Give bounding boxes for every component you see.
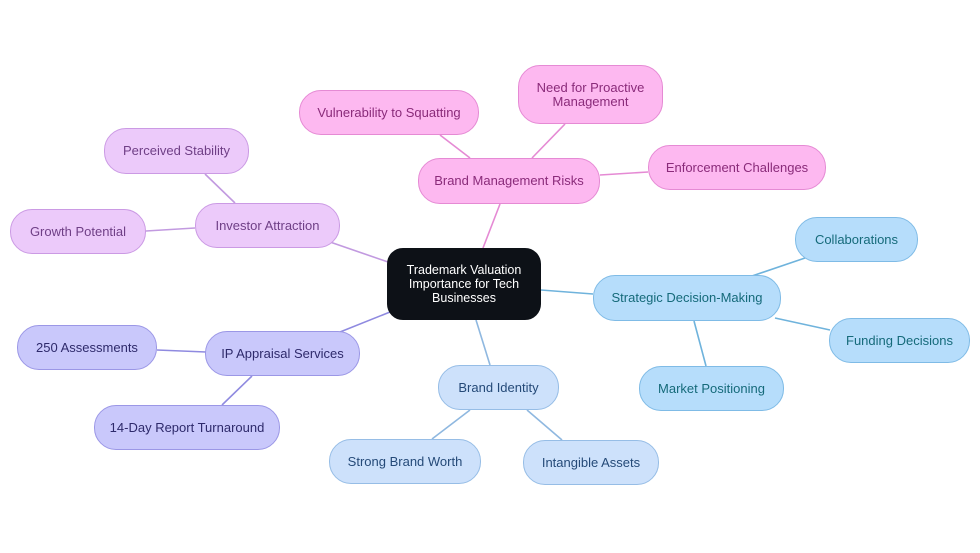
edge-investor-attraction-growth-potential: [145, 227, 196, 232]
node-label: Market Positioning: [658, 380, 765, 396]
root-node-label: Trademark Valuation Importance for Tech …: [406, 263, 522, 305]
node-strategic-decision-making[interactable]: Strategic Decision-Making: [593, 275, 781, 321]
edge-strategic-decision-making-collaborations: [751, 257, 806, 277]
root-node[interactable]: Trademark Valuation Importance for Tech …: [387, 248, 541, 320]
node-ip-appraisal-services[interactable]: IP Appraisal Services: [205, 331, 360, 376]
edge-strategic-decision-making-market-positioning: [693, 320, 707, 367]
edge-root-strategic-decision-making: [540, 289, 594, 295]
edge-ip-appraisal-services-250-assessments: [156, 349, 207, 353]
node-label: Intangible Assets: [541, 454, 641, 470]
node-vulnerability-to-squatting[interactable]: Vulnerability to Squatting: [299, 90, 479, 135]
node-label: 14-Day Report Turnaround: [109, 419, 265, 435]
edge-investor-attraction-perceived-stability: [204, 173, 236, 204]
node-investor-attraction[interactable]: Investor Attraction: [195, 203, 340, 248]
node-brand-identity[interactable]: Brand Identity: [438, 365, 559, 410]
edge-brand-management-risks-need-for-proactive-management: [531, 123, 566, 159]
node-funding-decisions[interactable]: Funding Decisions: [829, 318, 970, 363]
node-brand-management-risks[interactable]: Brand Management Risks: [418, 158, 600, 204]
node-enforcement-challenges[interactable]: Enforcement Challenges: [648, 145, 826, 190]
edge-root-ip-appraisal-services: [339, 311, 391, 333]
node-intangible-assets[interactable]: Intangible Assets: [523, 440, 659, 485]
edge-brand-identity-strong-brand-worth: [431, 409, 471, 440]
edge-root-investor-attraction: [329, 241, 389, 263]
node-need-for-proactive-management[interactable]: Need for Proactive Management: [518, 65, 663, 124]
edge-brand-identity-intangible-assets: [526, 409, 563, 441]
node-label: Investor Attraction: [215, 217, 320, 233]
node-label: Strong Brand Worth: [347, 453, 463, 469]
edge-root-brand-management-risks: [482, 203, 501, 249]
node-label: Strategic Decision-Making: [611, 290, 763, 305]
node-label: Growth Potential: [29, 223, 127, 239]
node-market-positioning[interactable]: Market Positioning: [639, 366, 784, 411]
node-collaborations[interactable]: Collaborations: [795, 217, 918, 262]
node-strong-brand-worth[interactable]: Strong Brand Worth: [329, 439, 481, 484]
edge-brand-management-risks-enforcement-challenges: [599, 171, 649, 176]
node-label: Perceived Stability: [123, 143, 230, 158]
node-label: IP Appraisal Services: [221, 345, 344, 361]
node-label: Enforcement Challenges: [665, 159, 809, 175]
node-label: Brand Management Risks: [434, 173, 584, 188]
node-perceived-stability[interactable]: Perceived Stability: [104, 128, 249, 174]
node-label: Collaborations: [814, 231, 899, 247]
node-label: 250 Assessments: [36, 339, 138, 355]
node-250-assessments[interactable]: 250 Assessments: [17, 325, 157, 370]
edge-strategic-decision-making-funding-decisions: [774, 317, 831, 331]
edge-brand-management-risks-vulnerability-to-squatting: [439, 134, 471, 159]
node-label: Need for Proactive Management: [536, 79, 645, 109]
node-growth-potential[interactable]: Growth Potential: [10, 209, 146, 254]
node-label: Brand Identity: [458, 379, 539, 395]
node-label: Funding Decisions: [846, 332, 953, 348]
node-14-day-report-turnaround[interactable]: 14-Day Report Turnaround: [94, 405, 280, 450]
edge-root-brand-identity: [475, 319, 491, 366]
edge-ip-appraisal-services-14-day-report-turnaround: [221, 375, 253, 406]
node-label: Vulnerability to Squatting: [317, 104, 461, 120]
